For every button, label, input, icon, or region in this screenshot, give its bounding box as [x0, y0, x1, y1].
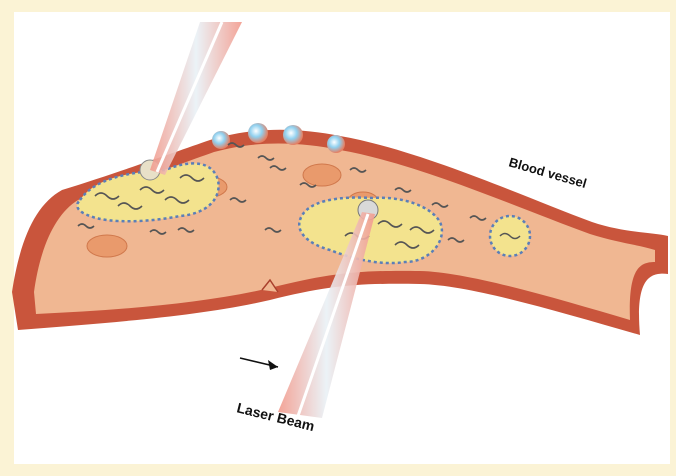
cluster-right [490, 216, 530, 256]
